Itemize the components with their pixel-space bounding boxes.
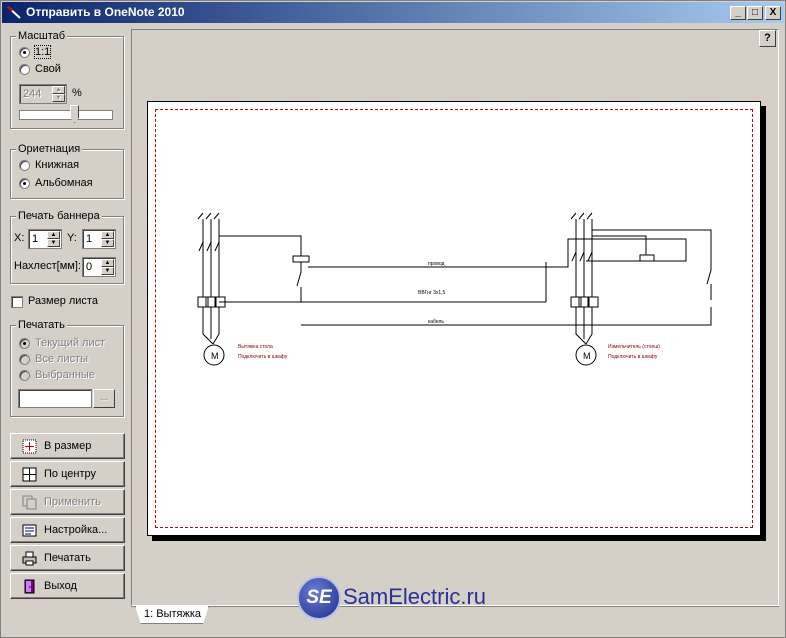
- left-caption-2: Подключить в шкафу: [238, 354, 288, 360]
- preview-page: M M провод ВВГнг 3х1,5 кабель Вытяжка ст…: [147, 101, 761, 536]
- right-motor-symbol: M: [583, 351, 591, 361]
- right-caption-1: Измельчитель (стоеш): [608, 344, 660, 350]
- scale-slider-track[interactable]: [19, 110, 113, 120]
- maximize-button[interactable]: □: [747, 6, 763, 20]
- printer-icon: [22, 551, 37, 566]
- fit-icon: [22, 439, 37, 454]
- wire-label-2: ВВГнг 3х1,5: [418, 290, 446, 296]
- landscape-label: Альбомная: [35, 177, 93, 189]
- watermark: SE SamElectric.ru: [297, 574, 507, 622]
- print-group-label: Печатать: [16, 319, 67, 331]
- sheet-size-label: Размер листа: [28, 295, 98, 307]
- orientation-label: Ориетнация: [16, 143, 83, 155]
- print-label: Печатать: [44, 552, 91, 564]
- right-caption-2: Подключить в шкафу: [608, 354, 658, 360]
- left-motor-symbol: M: [211, 351, 219, 361]
- portrait-radio[interactable]: [19, 160, 30, 171]
- window-title: Отправить в OneNote 2010: [26, 5, 185, 19]
- selected-sheets-input[interactable]: [18, 389, 92, 408]
- apply-button[interactable]: Применить: [10, 489, 125, 515]
- scale-1-1-radio[interactable]: [19, 47, 30, 58]
- portrait-label: Книжная: [35, 159, 80, 171]
- banner-y-label: Y:: [67, 232, 77, 244]
- overlap-value: 0: [86, 261, 93, 273]
- print-current-radio[interactable]: [19, 338, 30, 349]
- print-button[interactable]: Печатать: [10, 545, 125, 571]
- exit-door-icon: [24, 579, 35, 594]
- center-button[interactable]: По центру: [10, 461, 125, 487]
- scale-slider-thumb[interactable]: [70, 105, 79, 123]
- print-current-label: Текущий лист: [35, 337, 106, 349]
- banner-x-label: X:: [14, 232, 25, 244]
- watermark-text: SamElectric.ru: [343, 584, 487, 609]
- scale-label: Масштаб: [16, 30, 68, 42]
- overlap-spin[interactable]: 0 ▲▼: [82, 257, 116, 277]
- print-group: Печатать: [10, 319, 124, 417]
- tab-strip-line: [131, 606, 779, 607]
- print-all-radio[interactable]: [19, 354, 30, 365]
- scale-unit: %: [72, 87, 82, 99]
- banner-x-value: 1: [32, 233, 39, 245]
- help-button[interactable]: ?: [759, 30, 776, 47]
- setup-label: Настройка...: [44, 524, 108, 536]
- banner-group: Печать баннера: [10, 210, 124, 284]
- minimize-button[interactable]: _: [730, 6, 746, 20]
- sheet-size-checkbox[interactable]: [11, 296, 23, 308]
- schematic-drawing: M M провод ВВГнг 3х1,5 кабель Вытяжка ст…: [197, 212, 712, 366]
- overlap-label: Нахлест[мм]:: [14, 260, 81, 272]
- center-icon: [22, 467, 37, 482]
- print-all-label: Все листы: [35, 353, 89, 365]
- scale-group: Масштаб: [10, 30, 124, 129]
- print-selected-label: Выбранные: [35, 369, 95, 381]
- fit-label: В размер: [44, 440, 92, 452]
- scale-custom-radio[interactable]: [19, 64, 30, 75]
- banner-x-spin[interactable]: 1 ▲▼: [28, 229, 62, 249]
- exit-button[interactable]: Выход: [10, 573, 125, 599]
- landscape-radio[interactable]: [19, 178, 30, 189]
- browse-button[interactable]: ...: [93, 389, 115, 408]
- scale-value: 244: [23, 88, 42, 100]
- center-label: По центру: [44, 468, 96, 480]
- apply-label: Применить: [44, 496, 101, 508]
- close-button[interactable]: X: [765, 6, 781, 20]
- title-bar: Отправить в OneNote 2010 _ □ X: [2, 2, 784, 23]
- page-margin-border: [155, 109, 753, 528]
- orientation-group: Ориетнация: [10, 143, 124, 199]
- wire-label-3: кабель: [428, 319, 444, 325]
- watermark-logo: SE: [297, 576, 341, 620]
- banner-label: Печать баннера: [16, 210, 102, 222]
- setup-icon: [22, 524, 37, 537]
- app-icon: [7, 6, 21, 19]
- setup-button[interactable]: Настройка...: [10, 517, 125, 543]
- copy-icon: [22, 495, 37, 510]
- scale-custom-label: Свой: [35, 63, 61, 75]
- left-caption-1: Вытяжка стола: [238, 344, 273, 350]
- banner-y-value: 1: [86, 233, 93, 245]
- wire-label-1: провод: [428, 261, 445, 267]
- scale-1-1-label: 1:1: [33, 45, 52, 59]
- banner-y-spin[interactable]: 1 ▲▼: [82, 229, 116, 249]
- print-selected-radio[interactable]: [19, 370, 30, 381]
- tab-sheet-1[interactable]: 1: Вытяжка: [135, 606, 209, 624]
- exit-label: Выход: [44, 580, 77, 592]
- scale-value-spin[interactable]: 244 ▲▼: [19, 84, 67, 104]
- fit-button[interactable]: В размер: [10, 433, 125, 459]
